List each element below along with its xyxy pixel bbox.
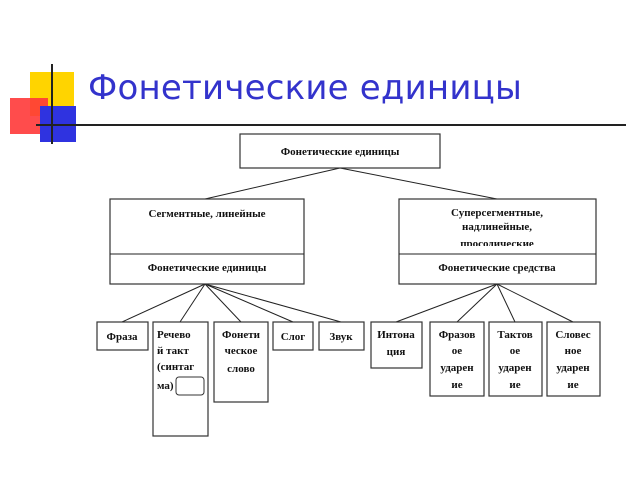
leaf-label: Фраза (107, 331, 138, 343)
suprasegmental-sub: Фонетические средства (438, 262, 556, 274)
title-underline (36, 124, 626, 126)
leaf-label: ие (451, 379, 462, 391)
leaf-phonetic-word: Фонети ческое слово (213, 321, 269, 403)
suprasegmental-header-line-3: просодические (460, 238, 534, 250)
connectors (121, 167, 574, 323)
leaf-speech-tact: Речево й такт (синтаг ма) (152, 321, 209, 437)
segmental-sub: Фонетические единицы (148, 262, 267, 274)
leaf-label: (синтаг (157, 361, 194, 373)
leaf-sound: Звук (318, 321, 365, 351)
root-label: Фонетические единицы (281, 146, 400, 158)
leaf-label: Слог (281, 331, 306, 343)
leaf-label: ма) (157, 380, 174, 392)
leaf-label: Звук (329, 331, 353, 343)
leaf-label: ое (452, 345, 463, 357)
leaf-label: ческое (225, 345, 258, 357)
segmental-node: Сегментные, линейные Фонетические единиц… (109, 198, 305, 285)
leaf-label: ударен (556, 362, 590, 374)
leaf-label: Фразов (439, 329, 476, 341)
leaf-label: ие (509, 379, 520, 391)
leaf-label: ие (567, 379, 578, 391)
leaf-label: ция (387, 346, 406, 358)
leaf-label: Интона (377, 329, 415, 341)
leaf-fraza: Фраза (96, 321, 149, 351)
leaf-label: слово (227, 363, 255, 375)
leaf-label: Тактов (497, 329, 532, 341)
root-node: Фонетические единицы (239, 133, 441, 169)
leaf-phrase-stress: Фразов ое ударен ие (429, 321, 485, 397)
segmental-header: Сегментные, линейные (148, 208, 265, 220)
leaf-word-stress: Словес ное ударен ие (546, 321, 601, 397)
leaf-tact-stress: Тактов ое ударен ие (488, 321, 543, 397)
highlight-box (175, 376, 205, 396)
leaf-label: ударен (498, 362, 532, 374)
leaf-syllable: Слог (272, 321, 314, 351)
leaf-label: ое (510, 345, 521, 357)
slide-title: Фонетические единицы (88, 68, 523, 108)
suprasegmental-header-line-2: надлинейные, (462, 221, 532, 233)
suprasegmental-node: Суперсегментные, надлинейные, просодичес… (398, 198, 597, 285)
leaf-label: Словес (555, 329, 590, 341)
leaf-label: й такт (157, 345, 189, 357)
leaf-intonation: Интона ция (370, 321, 423, 369)
leaf-label: ное (565, 345, 582, 357)
leaf-label: Фонети (222, 329, 261, 341)
leaf-label: Речево (157, 329, 191, 341)
decor-vertical-line (51, 64, 53, 144)
leaf-label: ударен (440, 362, 474, 374)
suprasegmental-header-line-1: Суперсегментные, (451, 207, 543, 219)
